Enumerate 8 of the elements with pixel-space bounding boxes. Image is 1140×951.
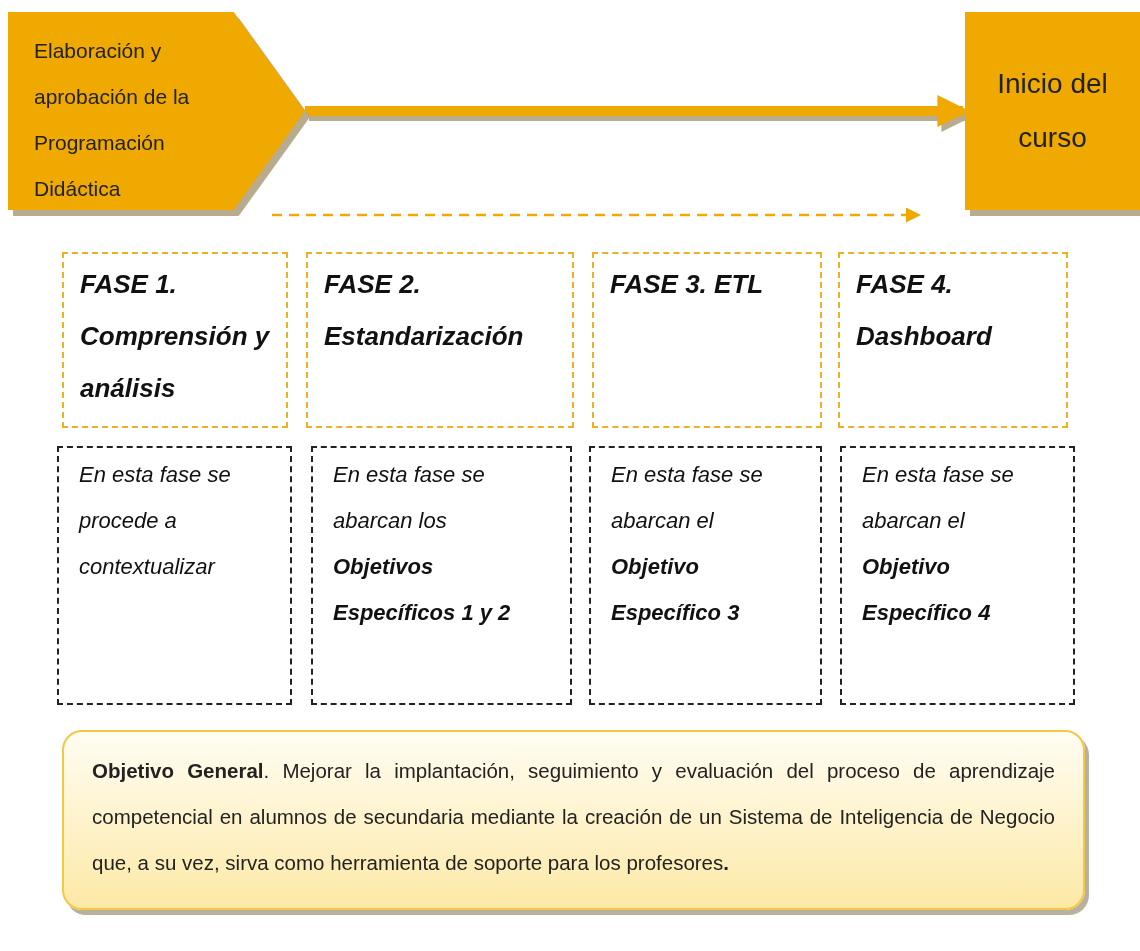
description-box: En esta fase se procede a contextualizar xyxy=(57,446,292,705)
phase-box: FASE 4. Dashboard xyxy=(838,252,1068,428)
phase-box: FASE 2. Estandarización xyxy=(306,252,574,428)
description-box: En esta fase se abarcan el Objetivo Específico 4 xyxy=(840,446,1075,705)
description-box: En esta fase se abarcan los Objetivos Específicos 1 y 2 xyxy=(311,446,572,705)
description-box: En esta fase se abarcan el Objetivo Específico 3 xyxy=(589,446,822,705)
phase-box: FASE 1. Comprensión y análisis xyxy=(62,252,288,428)
phase-box: FASE 3. ETL xyxy=(592,252,822,428)
